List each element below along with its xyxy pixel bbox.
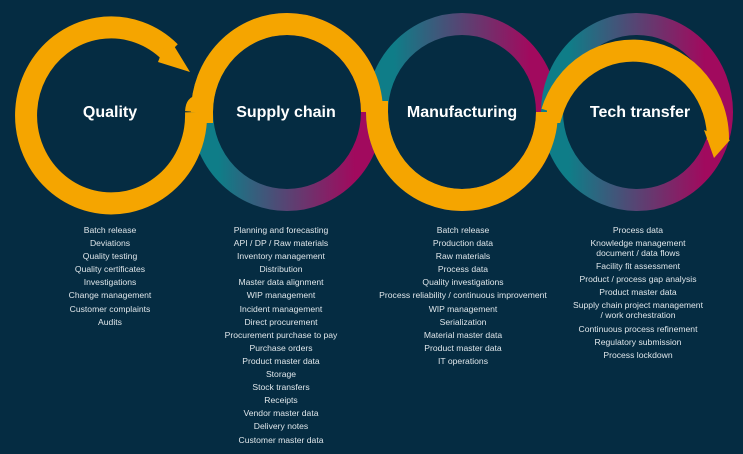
list-item: Product master data [599, 287, 677, 298]
list-item: Receipts [264, 395, 298, 406]
list-item: Quality investigations [422, 277, 504, 288]
list-item: Vendor master data [243, 408, 319, 419]
orange-flow-path [15, 13, 730, 215]
list-item: WIP management [246, 290, 316, 301]
list-item: Direct procurement [244, 316, 318, 327]
list-item: Master data alignment [238, 277, 324, 288]
list-item: Stock transfers [252, 382, 310, 393]
list-item: Material master data [423, 329, 503, 340]
list-item: Knowledge management document / data flo… [590, 238, 686, 259]
list-item: Batch release [436, 225, 490, 235]
list-item: Raw materials [435, 251, 491, 262]
list-item: Product / process gap analysis [579, 274, 697, 285]
list-item: Process data [437, 264, 489, 275]
stage-title-quality: Quality [82, 104, 138, 121]
list-item: Delivery notes [253, 421, 309, 432]
list-item: Inventory management [237, 251, 325, 262]
list-item: Customer complaints [69, 303, 151, 314]
list-item: Continuous process refinement [578, 323, 698, 334]
list-item: Product master data [424, 342, 502, 353]
list-item: Audits [98, 316, 122, 327]
list-item: API / DP / Raw materials [233, 238, 329, 249]
stage-title-tech-transfer: Tech transfer [589, 104, 691, 121]
list-item: Distribution [259, 264, 303, 275]
list-item: WIP management [428, 303, 498, 314]
list-item: Process reliability / continuous improve… [379, 290, 547, 301]
list-item: IT operations [437, 355, 488, 366]
list-item: Incident management [239, 303, 323, 314]
stage-title-manufacturing: Manufacturing [406, 104, 518, 121]
arrow-tail-icon [704, 130, 730, 158]
list-item: Supply chain project management / work o… [573, 300, 703, 321]
list-item: Purchase orders [249, 342, 313, 353]
list-item: Quality testing [82, 251, 138, 262]
list-item: Change management [68, 290, 152, 301]
list-item: Facility fit assessment [595, 261, 681, 272]
arrow-head-icon [158, 36, 190, 72]
stage-title-supply-chain: Supply chain [236, 104, 336, 121]
list-item: Customer master data [238, 434, 324, 445]
list-item: Process lockdown [603, 349, 673, 360]
list-item: Production data [432, 238, 494, 249]
list-item: Deviations [89, 238, 131, 249]
list-item: Batch release [83, 225, 137, 235]
list-item: Process data [612, 225, 664, 235]
process-loop-diagram [15, 13, 733, 215]
list-item: Product master data [242, 355, 320, 366]
list-item: Quality certificates [74, 264, 146, 275]
list-item: Regulatory submission [594, 336, 682, 347]
list-item: Storage [265, 369, 297, 380]
list-item: Serialization [439, 316, 487, 327]
list-item: Investigations [83, 277, 137, 288]
list-item: Procurement purchase to pay [224, 329, 338, 340]
list-item: Planning and forecasting [233, 225, 329, 235]
